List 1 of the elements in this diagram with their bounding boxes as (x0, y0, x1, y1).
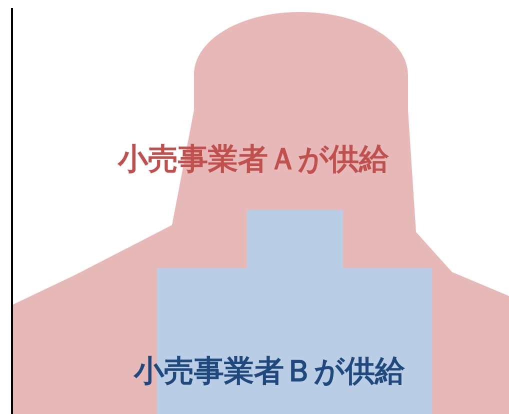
area-label: 小売事業者Ｂが供給 (134, 353, 405, 391)
